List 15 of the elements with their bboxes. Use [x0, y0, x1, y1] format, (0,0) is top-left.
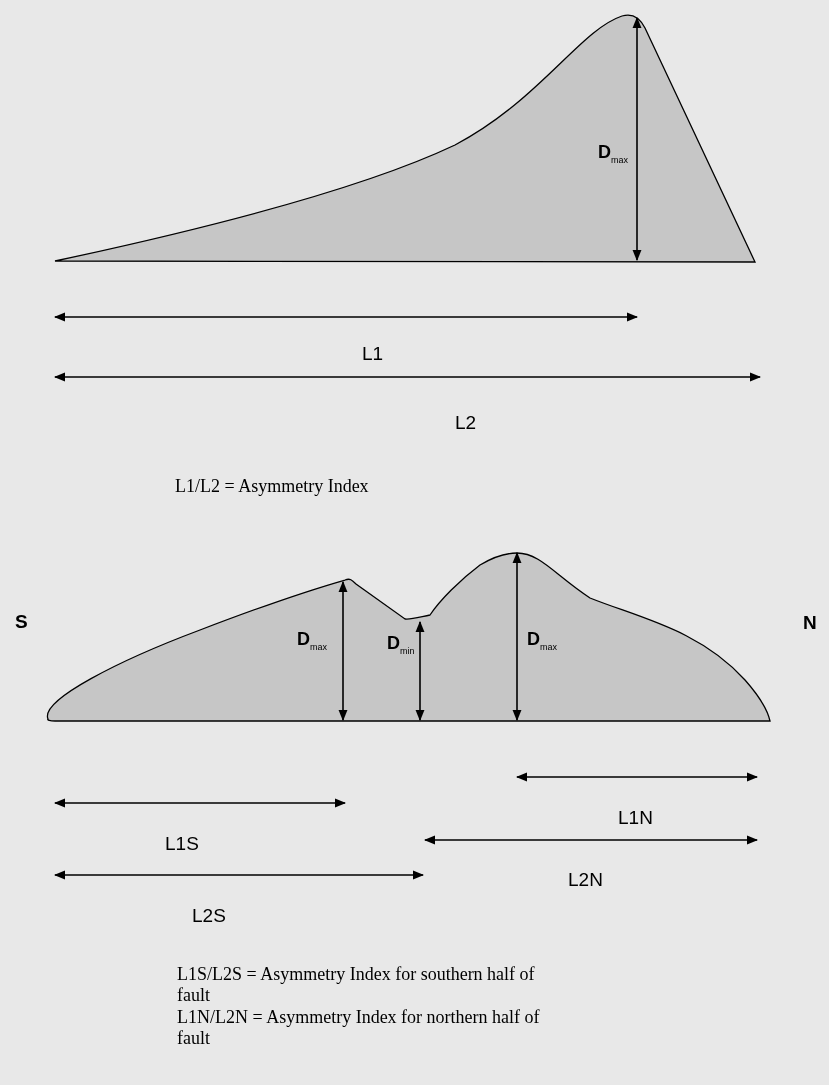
- formula-text: L1S/L2S = Asymmetry Index for southern half of fault: [177, 964, 536, 1006]
- formula-text: L1/L2 = Asymmetry Index: [175, 476, 370, 497]
- dimension-label: D$_{max}$: [598, 143, 628, 166]
- dimension-label: D$_{min}$: [387, 634, 415, 657]
- dimension-label: L2N: [568, 870, 603, 891]
- dimension-label: D$_{max}$: [527, 630, 557, 653]
- dimension-label: L1S: [165, 834, 199, 855]
- direction-label: N: [803, 613, 817, 634]
- dimension-label: L2: [455, 413, 477, 434]
- dimension-label: L2S: [192, 906, 226, 927]
- formula-text: L1N/L2N = Asymmetry Index for northern half of fault: [177, 1007, 541, 1049]
- direction-label: S: [15, 612, 28, 633]
- dimension-label: D$_{max}$: [297, 630, 327, 653]
- dimension-label: L1N: [618, 808, 653, 829]
- dimension-label: L1: [362, 344, 384, 365]
